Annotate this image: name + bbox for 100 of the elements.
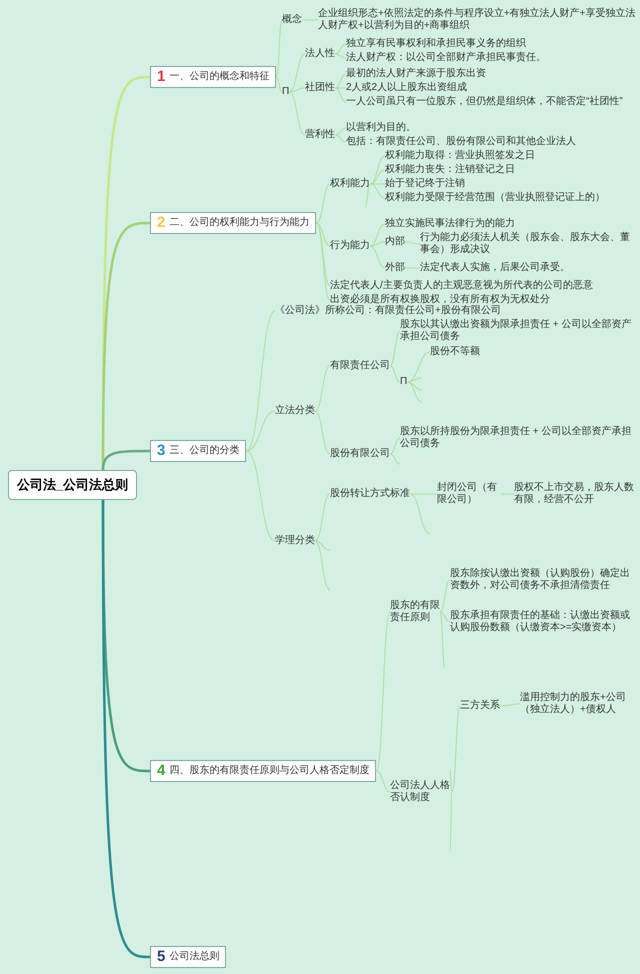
topic-title: 二、公司的权利能力与行为能力 <box>169 216 310 230</box>
branch-label: 权利能力 <box>330 178 370 190</box>
branch-label: 法人性 <box>305 48 335 60</box>
branch-label: 法定代表人实施，后果公司承受。 <box>420 262 636 274</box>
topic-number: 4 <box>157 762 166 780</box>
branch-label: 股东除按认缴出资额（认购股份）确定出资数外，对公司债务不承担清偿责任 <box>450 568 636 592</box>
branch-label: 始于登记终于注销 <box>385 178 636 190</box>
branch-label: 以营利为目的。 <box>346 122 636 134</box>
branch-line <box>102 500 150 958</box>
branch-label: 封闭公司（有限公司） <box>437 482 501 506</box>
topic-title: 一、公司的概念和特征 <box>169 70 270 84</box>
branch-line <box>376 612 390 772</box>
branch-line <box>410 494 430 534</box>
topic-box <box>150 440 246 462</box>
branch-label: 股份不等额 <box>430 346 630 358</box>
branch-line <box>452 706 460 792</box>
topic-title: 公司法总则 <box>169 950 220 964</box>
branch-label: 滥用控制力的股东+公司（独立法人）+债权人 <box>520 692 636 716</box>
branch-label: 权利能力丧失：注销登记之日 <box>385 164 636 176</box>
root-topic: 公司法_公司法总则 <box>8 470 138 500</box>
branch-line <box>288 92 306 136</box>
branch-label: 行为能力必须法人机关（股东会、股东大会、董事会）形成决议 <box>420 232 636 256</box>
branch-label: 三方关系 <box>460 700 500 712</box>
branch-label: 独立实施民事法律行为的能力 <box>385 218 636 230</box>
branch-label: 内部 <box>385 236 405 248</box>
branch-line <box>334 88 346 102</box>
branch-label: 独立享有民事权利和承担民事义务的组织 <box>346 38 636 50</box>
branch-line <box>370 246 386 268</box>
branch-label: 股份转让方式标准 <box>330 488 410 500</box>
branch-line <box>316 222 330 286</box>
branch-line <box>364 184 370 208</box>
topic-box <box>150 946 226 968</box>
branch-label: 行为能力 <box>330 240 370 252</box>
branch-line <box>390 454 400 464</box>
branch-line <box>404 242 420 244</box>
branch-line <box>406 382 422 390</box>
branch-line <box>276 20 282 78</box>
branch-label: 股东的有限责任原则 <box>390 600 440 624</box>
branch-label: 社团性 <box>305 82 335 94</box>
topic-title: 四、股东的有限责任原则与公司人格否定制度 <box>169 764 370 778</box>
branch-line <box>370 184 386 198</box>
branch-line <box>390 438 400 454</box>
branch-label: 2人或2人以上股东出资组成 <box>346 82 636 94</box>
topic-number: 2 <box>157 214 166 232</box>
branch-label: 《公司法》所称公司：有限责任公司+股份有限公司 <box>275 305 636 317</box>
branch-line <box>370 156 386 184</box>
branch-line <box>316 222 330 300</box>
branch-label: 股份有限公司 <box>330 448 390 460</box>
branch-line <box>450 770 452 792</box>
branch-line <box>334 128 346 136</box>
branch-line <box>376 770 390 792</box>
branch-label: Π <box>400 376 408 388</box>
branch-line <box>246 310 276 452</box>
branch-line <box>314 540 330 550</box>
branch-line <box>314 410 330 454</box>
branch-line <box>334 44 346 54</box>
branch-line <box>500 704 520 706</box>
branch-label: 立法分类 <box>275 405 315 417</box>
branch-line <box>102 222 150 470</box>
branch-label: 企业组织形态+依照法定的条件与程序设立+有独立法人财产+享受独立法人财产权+以营利为目的+商事组织 <box>318 8 636 32</box>
branch-label: 营利性 <box>305 129 335 141</box>
branch-line <box>314 540 330 590</box>
branch-label: 股东以其认缴出资额为限承担责任 + 公司以全部资产承担公司债务 <box>400 319 636 343</box>
branch-line <box>370 242 386 246</box>
topic-box <box>150 760 376 782</box>
branch-label: 权利能力受限于经营范围（营业执照登记证上的） <box>385 192 636 204</box>
branch-label: 股东以所持股份为限承担责任 + 公司以全部资产承担公司债务 <box>400 426 636 450</box>
branch-line <box>316 222 330 246</box>
topic-number: 1 <box>157 68 166 86</box>
branch-label: 概念 <box>282 14 302 26</box>
branch-line <box>390 366 400 382</box>
branch-line <box>370 224 386 246</box>
topic-number: 5 <box>157 948 166 966</box>
branch-line <box>334 74 346 88</box>
branch-label: 包括：有限责任公司、股份有限公司和其他企业法人 <box>346 136 636 148</box>
branch-line <box>316 184 330 224</box>
branch-label: 股权不上市交易，股东人数有限，经营不公开 <box>514 482 636 506</box>
branch-line <box>370 170 386 184</box>
branch-line <box>334 134 346 142</box>
branch-label: 权利能力取得：营业执照签发之日 <box>385 150 636 162</box>
branch-label: 法定代表人/主要负责人的主观恶意视为所代表的公司的恶意 <box>330 280 636 292</box>
branch-label: 最初的法人财产来源于股东出资 <box>346 68 636 80</box>
branch-line <box>406 378 422 382</box>
branch-label: 学理分类 <box>275 535 315 547</box>
branch-line <box>440 580 450 612</box>
branch-line <box>440 612 446 668</box>
topic-title: 三、公司的分类 <box>169 444 240 458</box>
branch-label: 一人公司虽只有一位股东，但仍然是组织体，不能否定“社团性” <box>346 96 636 108</box>
branch-label: 外部 <box>385 262 405 274</box>
branch-line <box>406 352 430 382</box>
branch-line <box>246 450 276 542</box>
branch-label: 有限责任公司 <box>330 360 390 372</box>
branch-line <box>440 612 450 622</box>
branch-label: 出资必须是所有权换股权，没有所有权为无权处分 <box>330 294 636 306</box>
branch-line <box>288 88 306 92</box>
topic-box <box>150 212 316 234</box>
branch-line <box>314 366 330 412</box>
branch-line <box>314 494 330 542</box>
branch-label: Π <box>282 86 290 98</box>
topic-number: 3 <box>157 442 166 460</box>
